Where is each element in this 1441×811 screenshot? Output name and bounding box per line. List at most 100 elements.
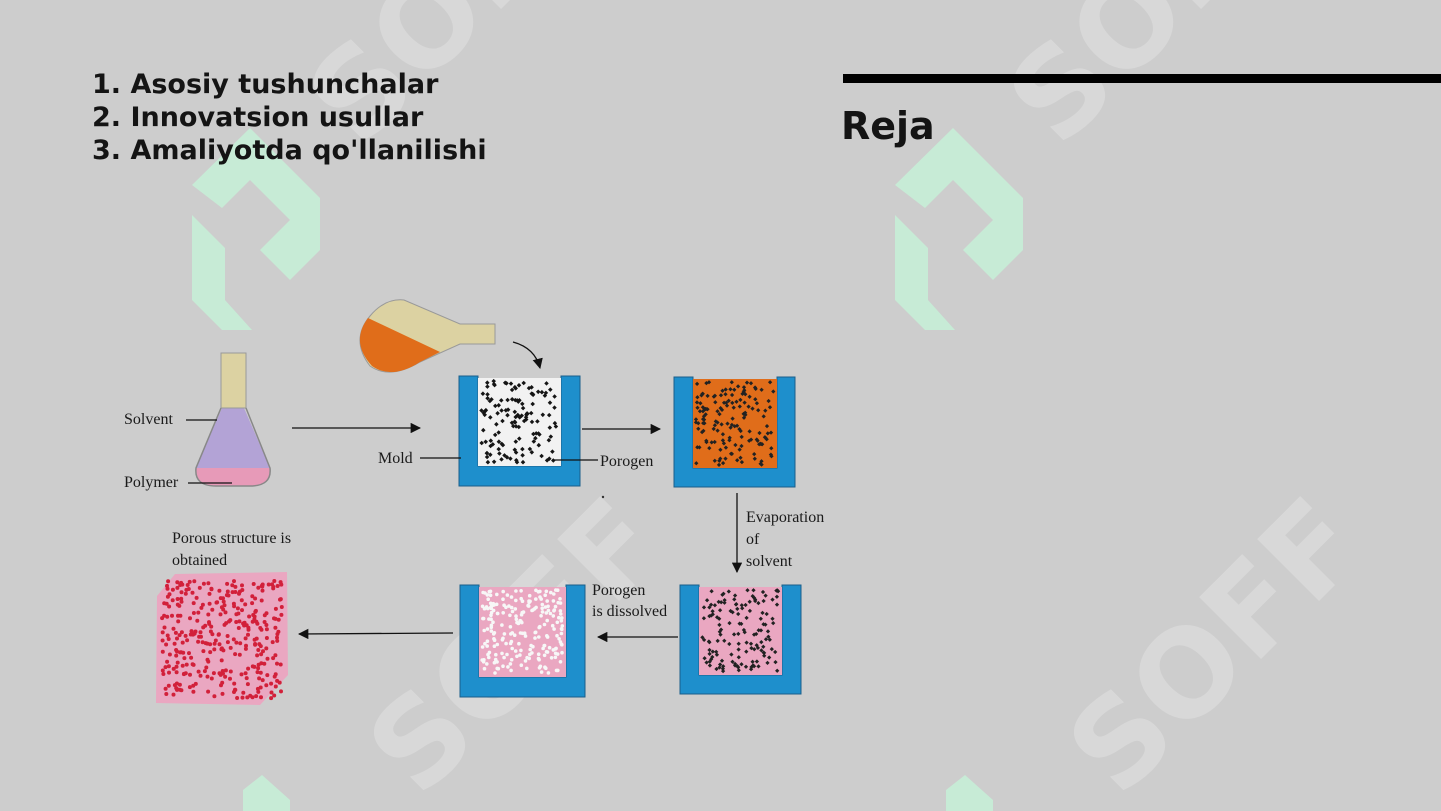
- particle: [487, 617, 491, 621]
- particle: [734, 399, 739, 404]
- particle: [750, 406, 755, 411]
- porogen-particles: [479, 378, 559, 465]
- particle: [233, 687, 237, 692]
- particle: [757, 430, 762, 436]
- particle: [262, 613, 267, 618]
- particle: [500, 623, 504, 627]
- particle: [275, 584, 280, 588]
- particle: [241, 690, 246, 695]
- particle: [174, 670, 179, 675]
- particle: [504, 381, 509, 386]
- particle: [523, 659, 528, 663]
- particle: [552, 609, 556, 613]
- particle: [717, 608, 723, 613]
- particle: [510, 646, 514, 651]
- particle: [240, 608, 244, 613]
- particle: [549, 590, 553, 595]
- particle: [704, 438, 709, 443]
- particle: [206, 581, 211, 586]
- particle: [744, 380, 750, 385]
- particle: [273, 653, 278, 658]
- particle: [743, 602, 748, 608]
- particle: [761, 644, 766, 649]
- particle: [754, 659, 760, 664]
- particle: [536, 652, 541, 656]
- particle: [250, 695, 255, 700]
- particle: [533, 431, 539, 436]
- particle: [694, 381, 700, 387]
- particle: [259, 598, 264, 603]
- particle: [481, 410, 486, 416]
- particle: [729, 380, 734, 385]
- particle: [243, 646, 248, 651]
- particle: [529, 419, 535, 425]
- particle: [548, 387, 553, 392]
- particle: [207, 591, 212, 596]
- particle: [187, 651, 191, 656]
- particle: [736, 611, 741, 617]
- particle: [256, 689, 261, 694]
- particle: [165, 583, 169, 588]
- particle: [492, 644, 497, 648]
- particle: [737, 621, 742, 626]
- particle: [710, 649, 715, 654]
- particle: [480, 391, 486, 396]
- particle: [694, 461, 699, 466]
- particle: [756, 408, 761, 413]
- particle: [726, 398, 731, 403]
- particle: [533, 435, 538, 441]
- particle: [206, 689, 211, 694]
- particle: [264, 636, 269, 640]
- particle: [705, 393, 710, 399]
- particle: [550, 623, 555, 628]
- pores: [160, 579, 284, 701]
- particle: [160, 668, 165, 673]
- particle: [520, 405, 526, 411]
- particle: [234, 612, 239, 617]
- particle: [485, 396, 490, 401]
- particle: [528, 647, 532, 652]
- particle: [228, 676, 232, 681]
- label-solvent: Solvent: [124, 411, 173, 428]
- label-evaporation: solvent: [746, 553, 793, 570]
- particle: [179, 590, 184, 595]
- particle: [738, 455, 743, 460]
- particle: [764, 611, 769, 617]
- particle: [275, 638, 280, 643]
- particle: [767, 637, 772, 642]
- particle: [749, 664, 754, 670]
- particle: [234, 620, 239, 624]
- particle: [524, 411, 530, 416]
- particle: [542, 622, 547, 627]
- particle: [512, 384, 518, 390]
- particle: [513, 439, 519, 444]
- particle: [186, 587, 191, 591]
- particle: [736, 631, 741, 637]
- particle: [727, 641, 732, 647]
- particle: [264, 623, 269, 627]
- particle: [205, 674, 210, 679]
- particle: [220, 691, 225, 696]
- particle: [537, 635, 541, 639]
- particle: [763, 637, 769, 642]
- polymer-solution-fill: [693, 379, 777, 468]
- particle: [744, 640, 749, 645]
- particle: [266, 582, 271, 587]
- particle: [745, 588, 750, 593]
- particle: [208, 629, 213, 634]
- particle: [758, 616, 763, 621]
- particle: [495, 642, 500, 647]
- particle: [269, 690, 274, 695]
- particle: [759, 639, 764, 645]
- particle: [239, 598, 244, 603]
- particle: [540, 412, 546, 418]
- particle: [533, 636, 537, 640]
- particle: [219, 658, 224, 663]
- particle: [277, 680, 282, 685]
- particle: [224, 593, 229, 598]
- particle: [727, 438, 732, 443]
- particle: [237, 652, 242, 657]
- particle: [488, 593, 493, 598]
